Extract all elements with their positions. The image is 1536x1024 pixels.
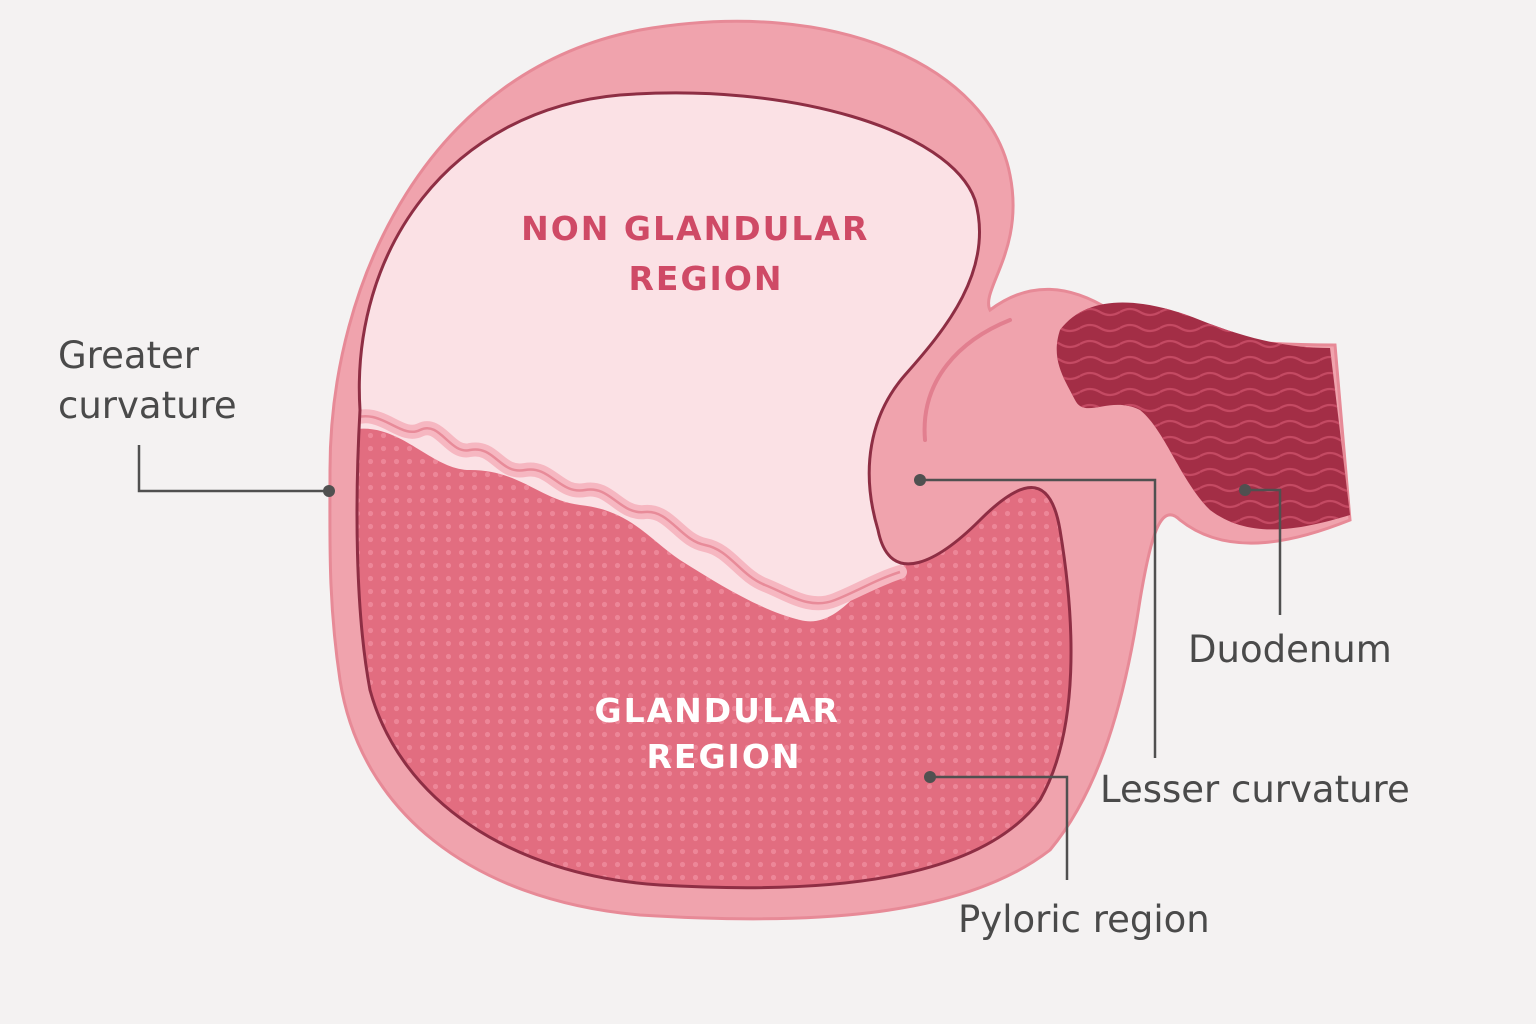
greater-curvature-line1: Greater <box>58 334 200 377</box>
inner-outline <box>355 91 1073 890</box>
greater-curvature-line2: curvature <box>58 384 237 427</box>
duodenum-dot <box>1239 484 1251 496</box>
lesser-curvature-label: Lesser curvature <box>1100 768 1410 811</box>
glandular-label: GLANDULAR REGION <box>595 691 854 776</box>
non-glandular-label-line2: REGION <box>629 259 784 298</box>
duodenum-leader <box>1245 488 1282 615</box>
margo-plicatus-edge <box>357 414 901 605</box>
glandular-label-line2: REGION <box>647 737 802 776</box>
greater-curvature-leader <box>137 445 329 493</box>
lesser-curvature-leader <box>920 478 1157 758</box>
pyloric-region-label: Pyloric region <box>958 898 1210 941</box>
duodenum-label: Duodenum <box>1188 628 1392 671</box>
glandular-dots <box>357 428 1072 888</box>
duodenum-texture <box>1056 302 1350 530</box>
lesser-curvature-fold <box>922 318 1012 442</box>
non-glandular-label: NON GLANDULAR REGION <box>521 209 883 298</box>
greater-curvature-label: Greater curvature <box>58 334 237 427</box>
greater-curvature-dot <box>323 485 335 497</box>
non-glandular-label-line1: NON GLANDULAR <box>521 209 869 248</box>
pyloric-region-dot <box>924 771 936 783</box>
glandular-label-line1: GLANDULAR <box>595 691 840 730</box>
pyloric-region-leader <box>930 775 1069 880</box>
lesser-curvature-dot <box>914 474 926 486</box>
